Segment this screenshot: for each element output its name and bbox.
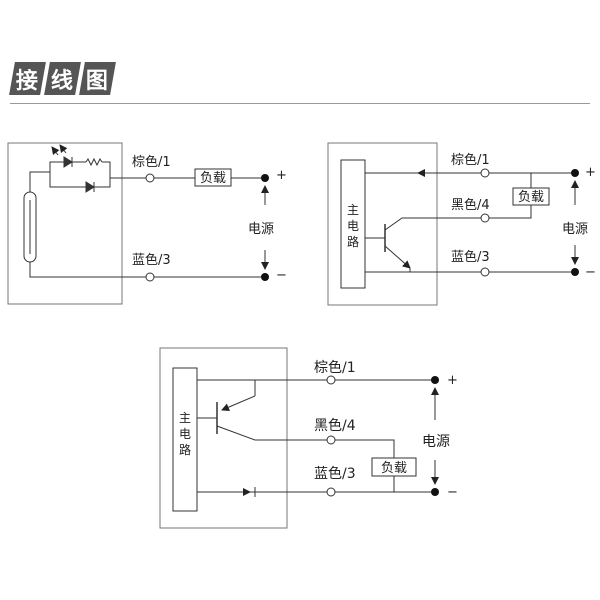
light-arrow-1 bbox=[51, 146, 60, 156]
black-wire-2 bbox=[489, 205, 532, 219]
label-minus-2: − bbox=[585, 265, 596, 280]
label-brown-3: 棕色/1 bbox=[314, 359, 356, 376]
sensor-housing-3 bbox=[159, 347, 288, 529]
light-arrow-2 bbox=[59, 144, 68, 154]
terminal-black-2 bbox=[480, 213, 490, 223]
minus-dot-1 bbox=[261, 273, 269, 281]
diagram-npn bbox=[327, 142, 579, 306]
plus-dot-1 bbox=[261, 174, 269, 182]
minus-dot-3 bbox=[431, 488, 439, 496]
terminal-brown-3 bbox=[326, 375, 336, 385]
terminal-blue-3 bbox=[326, 487, 336, 497]
collector-top-3 bbox=[197, 379, 256, 396]
tube-bottom-lead bbox=[29, 262, 122, 278]
collector-lead-3 bbox=[216, 425, 327, 441]
resistor-lead bbox=[102, 161, 130, 179]
label-power-1: 电源 bbox=[248, 222, 274, 237]
label-blue-1: 蓝色/3 bbox=[132, 252, 171, 268]
diagram-pnp bbox=[159, 347, 439, 529]
label-load-2: 负载 bbox=[518, 190, 544, 205]
main-circuit-char-2b: 电 bbox=[347, 219, 359, 233]
label-minus-1: − bbox=[276, 268, 287, 283]
label-black-3: 黑色/4 bbox=[314, 417, 356, 434]
label-plus-1: + bbox=[276, 168, 287, 183]
minus-dot-2 bbox=[571, 268, 579, 276]
terminal-brown-1 bbox=[145, 173, 155, 183]
label-black-2: 黑色/4 bbox=[451, 197, 490, 213]
diode-symbol bbox=[85, 181, 95, 193]
sensor-housing-1 bbox=[7, 142, 123, 305]
collector-lead-2 bbox=[384, 217, 481, 231]
sensor-housing-2 bbox=[327, 142, 438, 306]
diagram-two-wire bbox=[7, 142, 269, 305]
label-load-1: 负载 bbox=[200, 171, 226, 186]
label-power-3: 电源 bbox=[422, 434, 450, 450]
terminal-blue-2 bbox=[480, 267, 490, 277]
label-plus-2: + bbox=[585, 165, 596, 180]
plus-dot-2 bbox=[571, 169, 579, 177]
label-blue-2: 蓝色/3 bbox=[451, 249, 490, 265]
label-load-3: 负载 bbox=[381, 461, 407, 476]
main-circuit-char-3b: 电 bbox=[179, 427, 191, 441]
black-wire-3 bbox=[335, 439, 395, 458]
diode-branch-lead bbox=[49, 172, 86, 188]
led-diode bbox=[63, 156, 73, 168]
label-plus-3: + bbox=[447, 373, 458, 388]
label-blue-3: 蓝色/3 bbox=[314, 465, 356, 482]
label-brown-2: 棕色/1 bbox=[451, 152, 490, 168]
emitter-arrow-3 bbox=[221, 395, 256, 411]
label-power-2: 电源 bbox=[562, 222, 588, 237]
diode-lead bbox=[94, 178, 111, 188]
main-circuit-char-2a: 主 bbox=[347, 203, 359, 217]
plus-dot-3 bbox=[431, 376, 439, 384]
main-circuit-char-3a: 主 bbox=[179, 411, 191, 425]
label-minus-3: − bbox=[447, 485, 458, 500]
main-circuit-box-3 bbox=[172, 367, 198, 512]
emitter-arrow-2 bbox=[384, 245, 411, 269]
main-circuit-char-2c: 路 bbox=[347, 234, 359, 249]
tube-top-lead bbox=[29, 171, 50, 192]
main-circuit-char-3c: 路 bbox=[179, 442, 191, 457]
terminal-brown-2 bbox=[480, 168, 490, 178]
terminal-blue-1 bbox=[145, 272, 155, 282]
resistor bbox=[85, 157, 103, 167]
main-circuit-box-2 bbox=[340, 159, 366, 289]
led-branch-lead bbox=[49, 161, 64, 172]
terminal-black-3 bbox=[326, 435, 336, 445]
label-brown-1: 棕色/1 bbox=[132, 154, 171, 170]
title-divider bbox=[10, 103, 590, 104]
